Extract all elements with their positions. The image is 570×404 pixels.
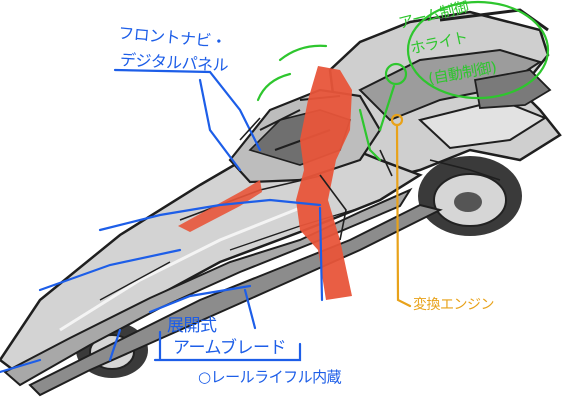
- rear-body: [328, 8, 562, 182]
- annotation-engine: 変換エンジン: [413, 297, 495, 313]
- green-annotation-lines: [256, 0, 550, 162]
- rear-wheel: [418, 156, 522, 236]
- blue-annotation-lines: [0, 68, 324, 374]
- annotation-rail-rifle: ○レールライフル内蔵: [198, 368, 342, 386]
- annotation-blade-line2: アームブレード: [173, 338, 286, 358]
- annotation-blade-line1: 展開式: [167, 316, 217, 336]
- detail-lines: [239, 117, 501, 241]
- engine-pointer: [390, 113, 412, 308]
